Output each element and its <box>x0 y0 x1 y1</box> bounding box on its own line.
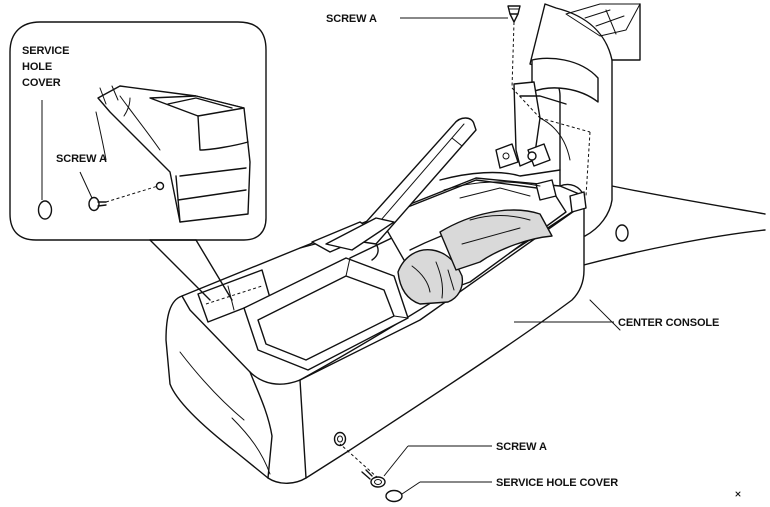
screw-a-bottom <box>361 469 386 488</box>
parking-brake-lever <box>349 117 477 245</box>
label-inset-service-hole-cover-2: HOLE <box>22 61 52 73</box>
label-inset-service-hole-cover-1: SERVICE <box>22 45 69 57</box>
front-screw-hole <box>333 431 347 447</box>
label-inset-service-hole-cover-3: COVER <box>22 77 61 89</box>
shift-boot <box>397 249 464 305</box>
service-hole-cover-bottom <box>385 489 403 503</box>
label-screw-a-top: SCREW A <box>326 13 377 25</box>
floor-hole <box>615 224 629 242</box>
label-screw-a-bottom: SCREW A <box>496 441 547 453</box>
screw-a-top <box>507 5 521 23</box>
center-console-body <box>165 81 587 484</box>
shift-housing <box>529 3 641 237</box>
floor-tunnel <box>571 185 766 331</box>
label-service-hole-cover-bottom: SERVICE HOLE COVER <box>496 477 618 489</box>
label-inset-screw-a: SCREW A <box>56 153 107 165</box>
detail-inset <box>9 21 267 301</box>
label-center-console: CENTER CONSOLE <box>618 317 719 329</box>
